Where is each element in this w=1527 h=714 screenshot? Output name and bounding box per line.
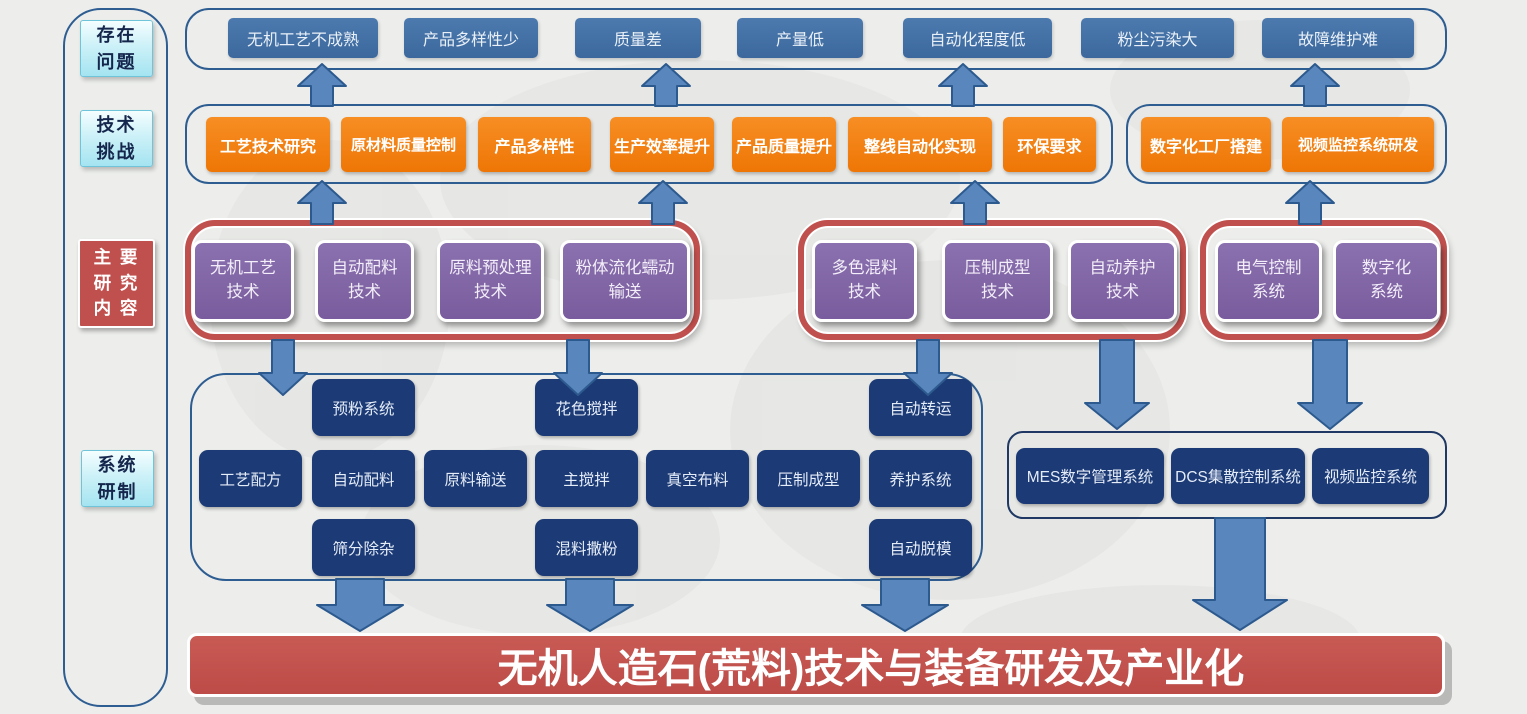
problem-box-4: 产量低 [737,18,863,58]
challenge-box-3: 产品多样性 [478,117,591,172]
system-box-material-convey: 原料输送 [424,450,527,507]
system-box-mix-dusting: 混料撒粉 [535,519,638,576]
challenge-box-1: 工艺技术研究 [206,117,330,172]
system-box-vacuum-distribution: 真空布料 [646,450,749,507]
problem-box-1: 无机工艺不成熟 [228,18,378,58]
system-box-auto-transfer: 自动转运 [869,379,972,436]
problem-box-6: 粉尘污染大 [1081,18,1234,58]
system-box-recipe: 工艺配方 [199,450,302,507]
system-box-auto-batching: 自动配料 [312,450,415,507]
arrow-up-challenges-1 [297,180,347,225]
system-box-pattern-mixing: 花色搅拌 [535,379,638,436]
research-box-1: 无机工艺 技术 [192,240,294,322]
goal-banner: 无机人造石(荒料)技术与装备研发及产业化 [187,633,1445,697]
arrow-up-problems-1 [297,63,347,107]
research-box-4: 粉体流化蠕动 输送 [560,240,690,322]
arrow-up-challenges-3 [950,180,1000,225]
rail-label-challenges: 技术 挑战 [80,110,153,167]
problem-box-3: 质量差 [575,18,701,58]
problem-box-7: 故障维护难 [1262,18,1414,58]
research-box-6: 压制成型 技术 [942,240,1053,322]
arrow-down-mes-2 [1297,339,1363,430]
arrow-down-banner-2 [546,578,634,632]
challenge-box-9: 视频监控系统研发 [1282,117,1434,172]
challenge-box-8: 数字化工厂搭建 [1141,117,1271,172]
problems-container [185,8,1447,70]
system-box-curing: 养护系统 [869,450,972,507]
arrow-up-problems-3 [938,63,988,107]
problem-box-5: 自动化程度低 [903,18,1052,58]
goal-banner-title: 无机人造石(荒料)技术与装备研发及产业化 [497,647,1245,691]
left-rail-container [63,8,168,707]
rail-label-system: 系统 研制 [81,450,154,507]
challenge-box-4: 生产效率提升 [610,117,714,172]
arrow-down-mes-1 [1084,339,1150,430]
arrow-down-banner-3 [861,578,949,632]
arrow-up-challenges-2 [638,180,688,225]
system-box-auto-demold: 自动脱模 [869,519,972,576]
arrow-down-banner-4 [1192,517,1288,631]
arrow-up-problems-2 [641,63,691,107]
rail-label-research: 主 要 研 究 内 容 [78,239,155,328]
system-box-press-forming: 压制成型 [757,450,860,507]
arrow-up-challenges-4 [1285,180,1335,225]
research-box-2: 自动配料 技术 [315,240,414,322]
rail-label-problems: 存在 问题 [80,20,153,77]
system-box-prepowder: 预粉系统 [312,379,415,436]
challenge-box-5: 产品质量提升 [732,117,836,172]
research-group-1 [185,220,700,340]
system-box-main-mixer: 主搅拌 [535,450,638,507]
research-box-5: 多色混料 技术 [812,240,917,322]
mes-box-2: DCS集散控制系统 [1171,448,1305,504]
arrow-down-banner-1 [316,578,404,632]
challenge-box-7: 环保要求 [1003,117,1096,172]
system-box-screening: 筛分除杂 [312,519,415,576]
arrow-up-problems-4 [1290,63,1340,107]
research-box-3: 原料预处理 技术 [437,240,544,322]
research-box-7: 自动养护 技术 [1068,240,1177,322]
mes-box-3: 视频监控系统 [1312,448,1429,504]
research-box-9: 数字化 系统 [1333,240,1440,322]
challenge-box-6: 整线自动化实现 [848,117,992,172]
mes-box-1: MES数字管理系统 [1016,448,1164,504]
research-box-8: 电气控制 系统 [1215,240,1322,322]
problem-box-2: 产品多样性少 [404,18,538,58]
challenge-box-2: 原材料质量控制 [341,117,466,172]
